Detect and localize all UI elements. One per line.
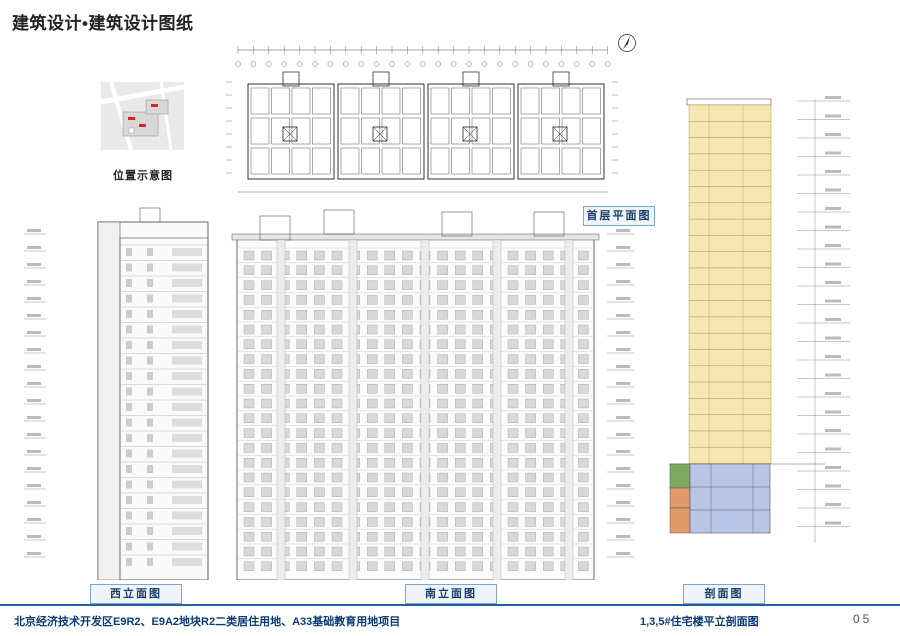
location-map-caption: 位置示意图: [113, 170, 173, 182]
drawing-title: 1,3,5#住宅楼平立剖面图: [640, 616, 759, 628]
location-map: [100, 81, 185, 151]
north-arrow-icon: [617, 33, 637, 53]
project-name: 北京经济技术开发区E9R2、E9A2地块R2二类居住用地、A33基础教育用地项目: [14, 616, 401, 628]
south-elevation-caption: 南立面图: [405, 584, 497, 604]
section-drawing: [665, 93, 865, 563]
elevations-drawing: [22, 200, 642, 581]
footer-divider: [0, 604, 900, 606]
west-elevation-caption: 西立面图: [90, 584, 182, 604]
first-floor-plan-caption: 首层平面图: [583, 206, 655, 226]
page-title: 建筑设计•建筑设计图纸: [12, 14, 194, 33]
section-caption: 剖面图: [683, 584, 765, 604]
first-floor-plan: [218, 42, 626, 202]
page-number: 05: [853, 612, 873, 626]
